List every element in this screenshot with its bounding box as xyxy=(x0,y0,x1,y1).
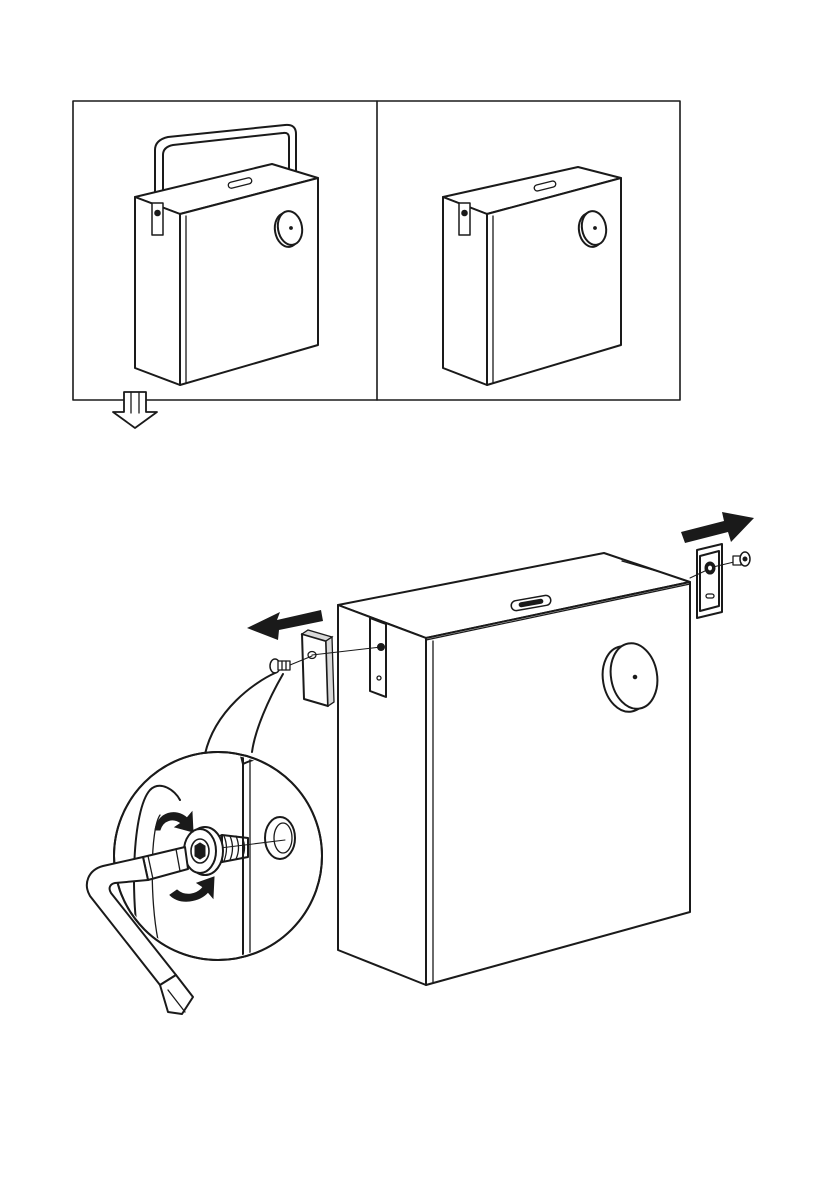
next-step-arrow-icon xyxy=(113,392,157,428)
right-arrow-icon xyxy=(681,512,754,543)
box-icon xyxy=(338,553,690,985)
detail-callout xyxy=(114,673,322,960)
box-without-handle-icon xyxy=(443,167,621,385)
right-bracket-icon xyxy=(690,544,722,618)
box-with-handle-icon xyxy=(135,125,318,385)
